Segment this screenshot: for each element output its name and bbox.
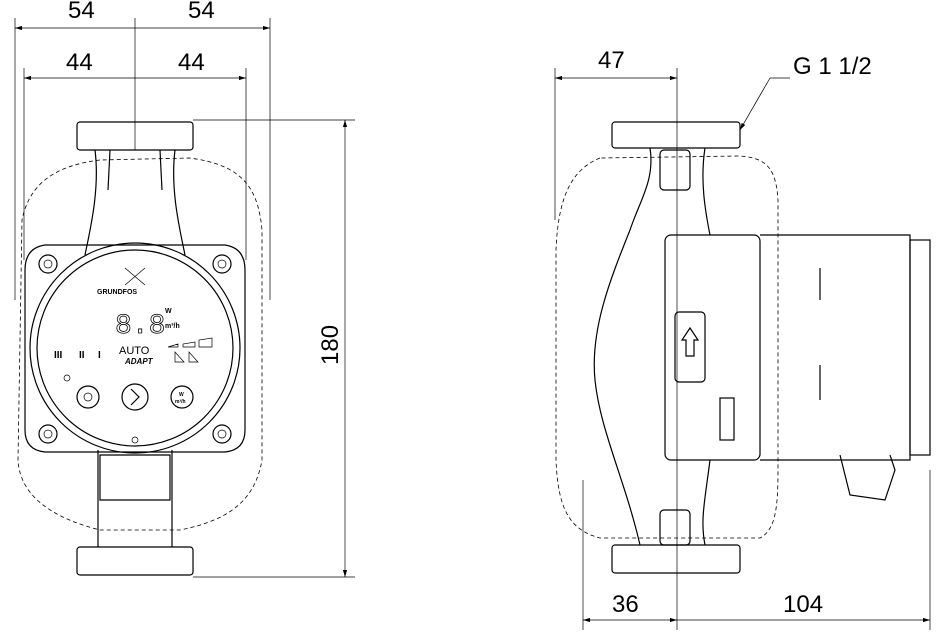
insulation-outline-side bbox=[555, 155, 779, 539]
pump-body-top bbox=[84, 149, 186, 256]
dimension-lines-side bbox=[554, 68, 931, 630]
motor-housing bbox=[24, 244, 246, 453]
select-button[interactable] bbox=[121, 383, 149, 411]
top-port-side bbox=[659, 149, 691, 191]
arrow-plate bbox=[674, 311, 706, 383]
night-mode-icon bbox=[63, 374, 71, 382]
control-panel-ring bbox=[29, 242, 241, 454]
grundfos-logo-icon bbox=[124, 267, 146, 286]
pump-body-bottom bbox=[97, 450, 173, 547]
unit-flow: m³/h bbox=[165, 323, 180, 330]
display-readout: 8.8 bbox=[115, 311, 165, 342]
brand-label: GRUNDFOS bbox=[97, 289, 137, 296]
dimension-lines-front bbox=[14, 18, 355, 578]
side-view: 47 G 1 1/2 36 104 bbox=[554, 47, 931, 630]
dim-top-right: 54 bbox=[188, 0, 215, 24]
mode-adapt: ADAPT bbox=[124, 357, 154, 366]
motor-stator-side bbox=[760, 234, 911, 461]
pressure-mode-icon bbox=[174, 351, 199, 363]
bottom-flange-side bbox=[611, 544, 741, 574]
dim-top-left: 54 bbox=[68, 0, 95, 24]
dim-height: 180 bbox=[317, 325, 344, 365]
dim-side-top: 47 bbox=[598, 47, 625, 74]
top-flange-side bbox=[611, 121, 741, 149]
thread-size-label: G 1 1/2 bbox=[793, 53, 872, 80]
display-unit-button[interactable] bbox=[170, 385, 194, 409]
control-panel bbox=[36, 249, 234, 447]
bottom-flange bbox=[76, 546, 194, 576]
dim-bottom-right: 104 bbox=[783, 591, 823, 618]
curve-level-icon bbox=[167, 337, 213, 348]
speed-ii: II bbox=[79, 350, 85, 361]
speed-i: I bbox=[98, 350, 101, 361]
front-view: 54 54 44 44 180 GRUNDFOS 8.8 W m³/h III … bbox=[14, 0, 355, 578]
connector-side bbox=[719, 397, 735, 441]
button-unit-power: W bbox=[179, 392, 184, 398]
dim-inner-right: 44 bbox=[178, 49, 205, 76]
motor-end-cap bbox=[909, 239, 931, 456]
dim-inner-left: 44 bbox=[66, 49, 93, 76]
flow-direction-arrow-icon bbox=[680, 326, 700, 357]
speed-iii: III bbox=[54, 350, 63, 361]
unit-power: W bbox=[165, 308, 172, 315]
cable-gland-side bbox=[839, 454, 896, 501]
insulation-outline bbox=[17, 157, 263, 531]
night-mode-button[interactable] bbox=[76, 385, 100, 409]
pump-body-side bbox=[593, 147, 711, 546]
mode-auto: AUTO bbox=[119, 345, 150, 357]
control-box-side bbox=[664, 234, 761, 461]
chevron-right-icon bbox=[130, 388, 140, 406]
button-unit-flow: m³/h bbox=[175, 399, 186, 405]
dim-bottom-left: 36 bbox=[612, 591, 639, 618]
top-flange bbox=[76, 121, 194, 151]
bottom-port-side bbox=[659, 509, 691, 546]
